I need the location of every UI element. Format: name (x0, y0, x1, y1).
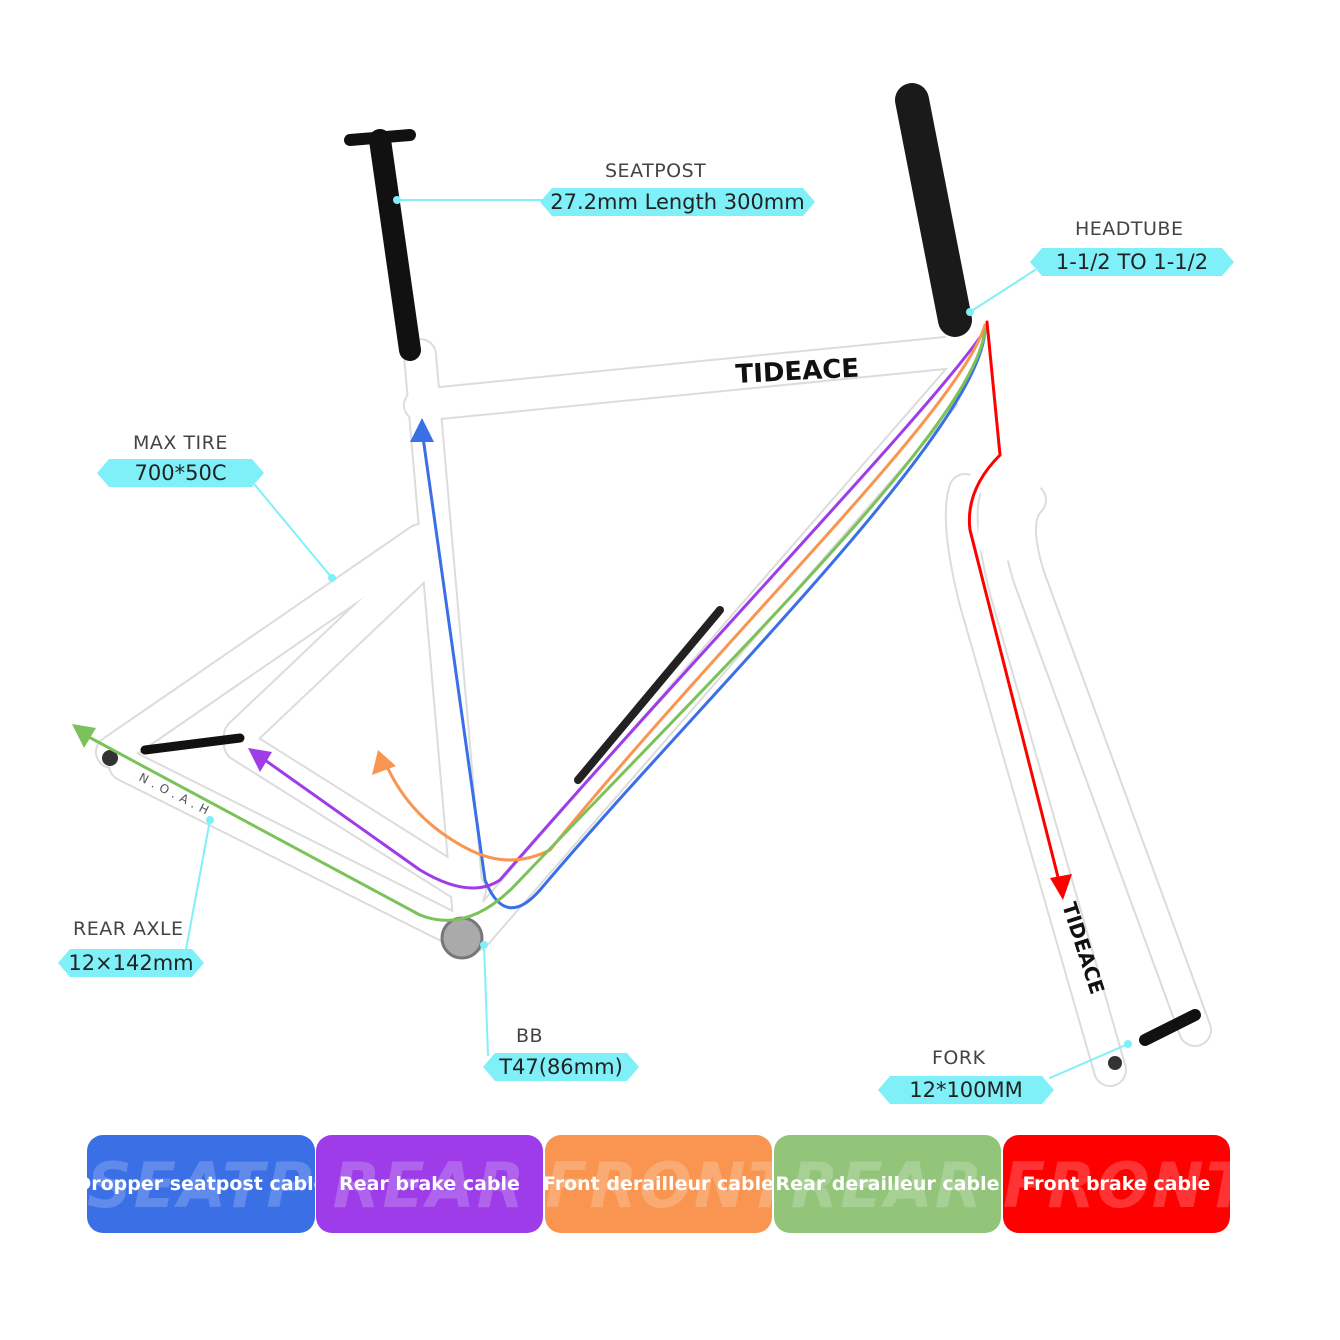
headtube-title: HEADTUBE (1075, 218, 1184, 240)
fork-value: 12*100MM (878, 1076, 1054, 1104)
rear-axle-title: REAR AXLE (73, 918, 184, 940)
legend-label: Front brake cable (1022, 1173, 1211, 1195)
headtube-value: 1-1/2 TO 1-1/2 (1030, 248, 1234, 276)
rear-brake-cable (260, 328, 987, 890)
seatpost-title: SEATPOST (605, 160, 707, 182)
bb-value: T47(86mm) (483, 1053, 639, 1081)
brand-logo: TIDEACE (735, 354, 860, 390)
legend-rear-brake-cable: REAR Rear brake cable (316, 1135, 543, 1233)
callout-lines (184, 199, 1129, 1079)
rear-axle-value: 12×142mm (58, 949, 204, 977)
rear-derailleur-cable (83, 328, 987, 922)
legend-rear-derailleur-cable: REAR Rear derailleur cable (774, 1135, 1001, 1233)
arrow-head-icon (410, 418, 434, 442)
max-tire-value: 700*50C (97, 459, 264, 487)
frame-tubes (97, 315, 1210, 1085)
fork-title: FORK (932, 1047, 986, 1069)
seatpost (369, 129, 421, 361)
legend-label: Rear brake cable (339, 1173, 520, 1195)
legend-label: Dropper seatpost cable (87, 1173, 315, 1195)
legend-watermark: FRONT (1003, 1149, 1230, 1222)
legend-watermark: REAR (790, 1149, 985, 1222)
legend-label: Front derailleur cable (545, 1173, 772, 1195)
arrow-head-icon (248, 748, 272, 772)
seatpost-value: 27.2mm Length 300mm (540, 188, 815, 216)
legend-front-brake-cable: FRONT Front brake cable (1003, 1135, 1230, 1233)
legend-watermark: REAR (332, 1149, 527, 1222)
steerer-tube (895, 83, 972, 337)
front-brake-cable (967, 320, 1062, 887)
legend-watermark: SEATPOST (87, 1149, 315, 1222)
arrow-head-icon (1050, 874, 1072, 900)
max-tire-title: MAX TIRE (133, 432, 228, 454)
bottom-bracket-shell (440, 916, 484, 960)
bb-title: BB (516, 1025, 544, 1047)
arrow-head-icon (372, 750, 396, 775)
legend-label: Rear derailleur cable (775, 1173, 1000, 1195)
legend-front-derailleur-cable: FRONT Front derailleur cable (545, 1135, 772, 1233)
legend-watermark: FRONT (545, 1149, 772, 1222)
arrow-head-icon (72, 724, 96, 748)
legend-dropper-seatpost-cable: SEATPOST Dropper seatpost cable (87, 1135, 315, 1233)
dropper-seatpost-cable (420, 323, 987, 910)
